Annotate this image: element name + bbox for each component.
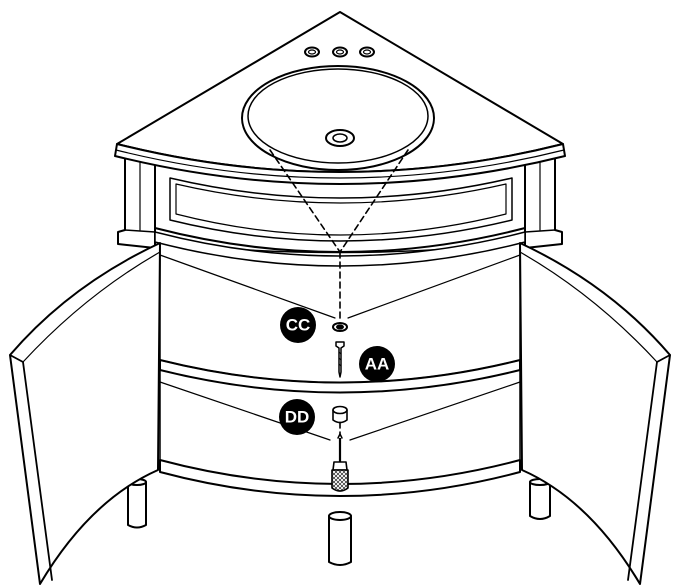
- door-left: [9, 242, 161, 585]
- callout-aa: AA: [359, 346, 395, 382]
- screw-aa-part: [335, 341, 345, 378]
- spacer-dd-part: [332, 405, 348, 424]
- callout-aa-label: AA: [365, 355, 390, 374]
- washer-cc-part: [332, 322, 348, 332]
- callout-dd: DD: [279, 399, 315, 435]
- callout-dd-label: DD: [285, 408, 310, 427]
- foot-right: [529, 481, 551, 520]
- callout-cc: CC: [280, 307, 316, 343]
- shelf-lower: [159, 459, 521, 497]
- foot-left: [127, 481, 147, 529]
- screwdriver: [331, 433, 349, 492]
- sink-basin: [241, 65, 435, 171]
- shelf-upper: [159, 359, 521, 394]
- apron-panel: [154, 159, 526, 267]
- door-right: [519, 242, 671, 585]
- countertop-edge: [114, 143, 566, 185]
- faucet-holes: [304, 46, 375, 58]
- alignment-lines: [269, 149, 409, 441]
- foot-center: [328, 515, 352, 566]
- callout-cc-label: CC: [286, 316, 311, 335]
